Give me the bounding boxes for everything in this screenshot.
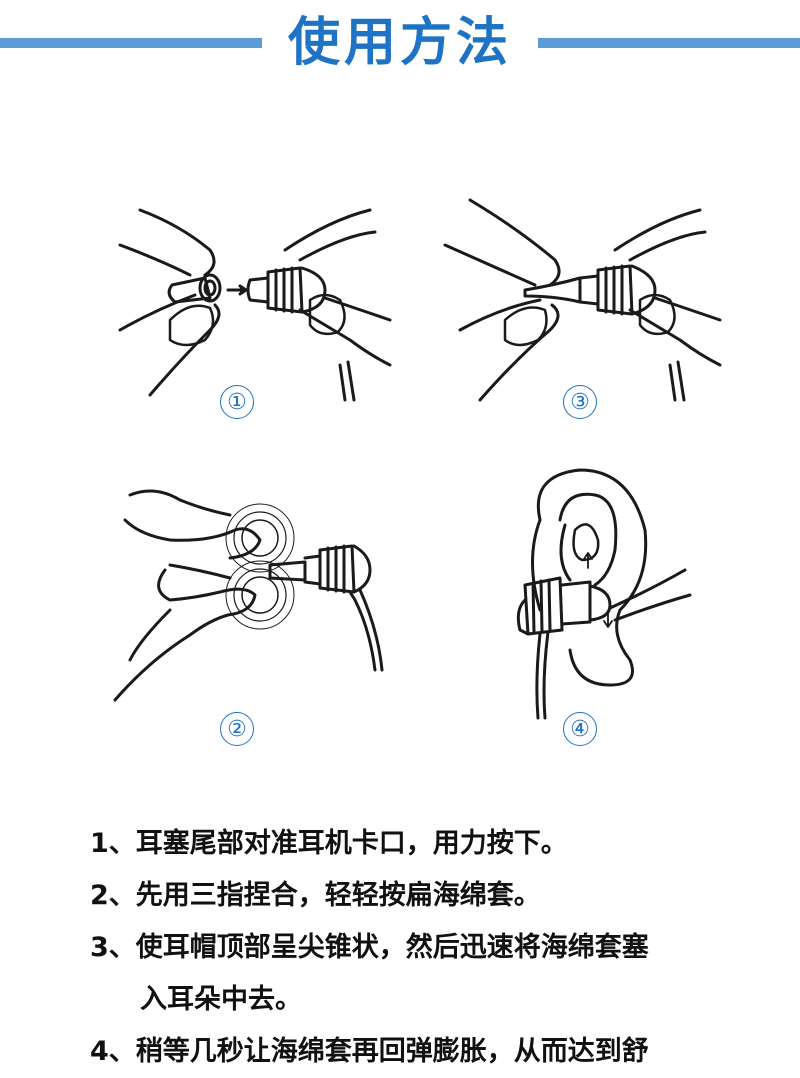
illustration-step-3	[443, 198, 722, 402]
instruction-step-3: 3、使耳帽顶部呈尖锥状，然后迅速将海绵套塞	[90, 922, 780, 974]
instruction-step-3-cont-text: 入耳朵中去。	[140, 984, 302, 1015]
page-title: 使用方法	[287, 13, 512, 73]
instruction-step-4-text: 4、稍等几秒让海绵套再回弹膨胀，从而达到舒	[90, 1036, 649, 1067]
illustration-step-4	[516, 468, 692, 720]
instruction-step-1-text: 1、耳塞尾部对准耳机卡口，用力按下。	[90, 828, 568, 859]
instruction-step-3-text: 3、使耳帽顶部呈尖锥状，然后迅速将海绵套塞	[90, 932, 649, 963]
instruction-step-3-continued: 入耳朵中去。	[90, 974, 780, 1026]
instruction-list: 1、耳塞尾部对准耳机卡口，用力按下。 2、先用三指捏合，轻轻按扁海绵套。 3、使…	[90, 818, 780, 1078]
instruction-step-2: 2、先用三指捏合，轻轻按扁海绵套。	[90, 870, 780, 922]
step-number-4: ④	[563, 712, 597, 746]
header-rule-left	[0, 38, 262, 48]
instruction-step-2-text: 2、先用三指捏合，轻轻按扁海绵套。	[90, 880, 541, 911]
instruction-step-1: 1、耳塞尾部对准耳机卡口，用力按下。	[90, 818, 780, 870]
instruction-step-4: 4、稍等几秒让海绵套再回弹膨胀，从而达到舒	[90, 1026, 780, 1078]
header: 使用方法	[0, 0, 800, 100]
illustration-step-1	[118, 208, 392, 402]
header-rule-right	[538, 38, 800, 48]
step-number-3: ③	[563, 385, 597, 419]
step-number-1: ①	[220, 385, 254, 419]
illustration-step-2	[113, 489, 384, 702]
step-number-2: ②	[220, 712, 254, 746]
